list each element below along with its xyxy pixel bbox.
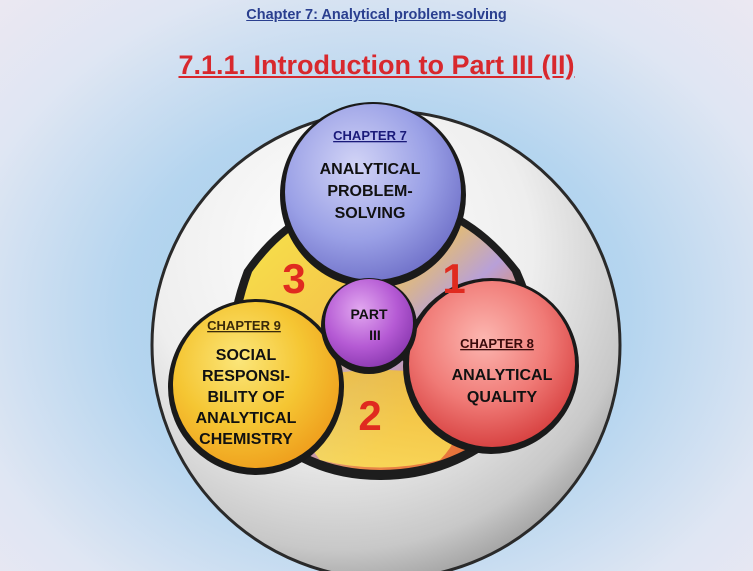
chapter7-line3: SOLVING	[335, 205, 406, 222]
chapter8-circle	[409, 281, 575, 447]
chapter7-circle	[285, 104, 461, 280]
chapter9-line1: SOCIAL	[216, 347, 277, 364]
number-two: 2	[358, 392, 381, 439]
chapter9-circle	[173, 302, 339, 468]
number-one: 1	[442, 255, 465, 302]
number-three: 3	[282, 255, 305, 302]
slide-header: Chapter 7: Analytical problem-solving	[0, 6, 753, 24]
chapter9-line5: CHEMISTRY	[199, 431, 293, 448]
chapter-link[interactable]: Chapter 7: Analytical problem-solving	[246, 7, 507, 23]
chapter7-line2: PROBLEM-	[327, 183, 412, 200]
slide-title: 7.1.1. Introduction to Part III (II)	[178, 50, 575, 80]
chapter7-heading: CHAPTER 7	[333, 128, 407, 143]
chapter9-line2: RESPONSI-	[202, 368, 290, 385]
chapter8-line2: QUALITY	[467, 389, 538, 406]
chapter9-line4: ANALYTICAL	[196, 410, 297, 427]
chapter9-line3: BILITY OF	[207, 389, 284, 406]
center-line1: PART	[350, 306, 388, 322]
center-circle	[325, 279, 413, 367]
chapter8-line1: ANALYTICAL	[452, 367, 553, 384]
chapter7-line1: ANALYTICAL	[320, 161, 421, 178]
center-line2: III	[369, 327, 381, 343]
chapter9-heading: CHAPTER 9	[207, 318, 281, 333]
chapter8-heading: CHAPTER 8	[460, 336, 534, 351]
